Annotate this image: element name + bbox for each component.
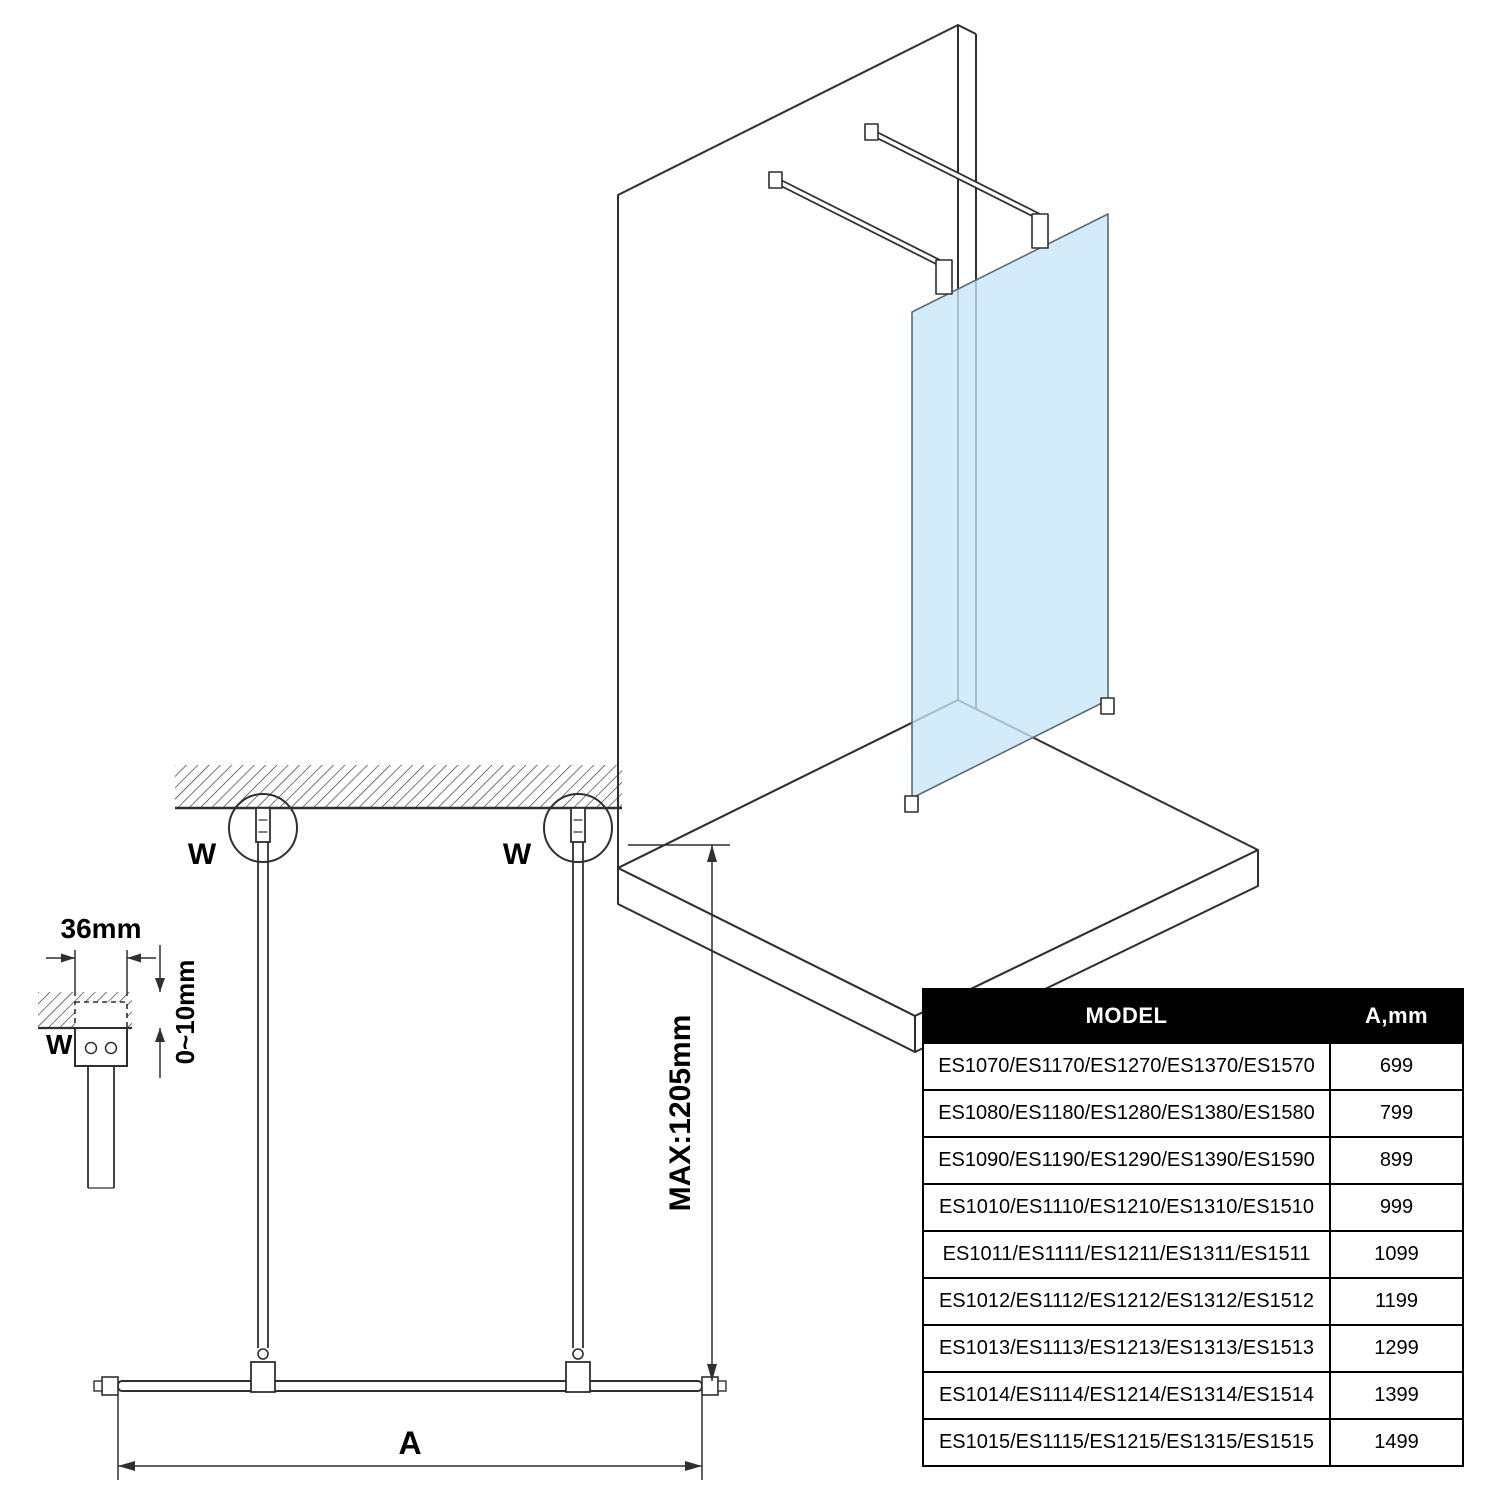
width-label: A — [398, 1425, 421, 1461]
model-cell: ES1014/ES1114/ES1214/ES1314/ES1514 — [922, 1371, 1331, 1420]
table-row: ES1015/ES1115/ES1215/ES1315/ES1515 1499 — [922, 1418, 1464, 1467]
a-cell: 1199 — [1329, 1277, 1464, 1326]
model-cell: ES1012/ES1112/ES1212/ES1312/ES1512 — [922, 1277, 1331, 1326]
detail-callout-circle-left — [228, 793, 298, 863]
dimension-drawing: W W MAX:1205mm A 36mm 0~10mm W — [38, 765, 730, 1480]
a-cell: 1099 — [1329, 1230, 1464, 1279]
iso-glass-feet — [904, 697, 1115, 813]
a-cell: 899 — [1329, 1136, 1464, 1185]
a-cell: 999 — [1329, 1183, 1464, 1232]
max-height-dimension — [628, 844, 730, 1381]
iso-support-bar-rear — [864, 123, 1049, 249]
iso-support-bar-front — [768, 171, 953, 295]
wall-label-detail: W — [46, 1029, 73, 1060]
header-a-mm: A,mm — [1329, 988, 1464, 1044]
model-cell: ES1015/ES1115/ES1215/ES1315/ES1515 — [922, 1418, 1331, 1467]
max-height-label: MAX:1205mm — [664, 1015, 697, 1212]
model-cell: ES1010/ES1110/ES1210/ES1310/ES1510 — [922, 1183, 1331, 1232]
support-bar-left — [250, 807, 276, 1393]
table-row: ES1011/ES1111/ES1211/ES1311/ES1511 1099 — [922, 1230, 1464, 1279]
table-row: ES1070/ES1170/ES1270/ES1370/ES1570 699 — [922, 1042, 1464, 1091]
a-cell: 1299 — [1329, 1324, 1464, 1373]
glass-edge — [93, 1376, 727, 1396]
adjustment-gap-label: 0~10mm — [170, 960, 200, 1065]
table-row: ES1090/ES1190/ES1290/ES1390/ES1590 899 — [922, 1136, 1464, 1185]
wall-label-right: W — [503, 838, 532, 871]
bracket-detail — [38, 945, 165, 1189]
wall-label-left: W — [188, 838, 217, 871]
model-cell: ES1090/ES1190/ES1290/ES1390/ES1590 — [922, 1136, 1331, 1185]
iso-drawing — [617, 24, 1259, 1053]
detail-callout-circle-right — [543, 793, 613, 863]
a-cell: 1499 — [1329, 1418, 1464, 1467]
model-cell: ES1070/ES1170/ES1270/ES1370/ES1570 — [922, 1042, 1331, 1091]
bracket-width-label: 36mm — [61, 913, 142, 944]
width-dimension — [117, 1395, 703, 1480]
table-row: ES1013/ES1113/ES1213/ES1313/ES1513 1299 — [922, 1324, 1464, 1373]
model-cell: ES1011/ES1111/ES1211/ES1311/ES1511 — [922, 1230, 1331, 1279]
table-row: ES1012/ES1112/ES1212/ES1312/ES1512 1199 — [922, 1277, 1464, 1326]
table-header-row: MODEL A,mm — [922, 988, 1464, 1044]
model-cell: ES1080/ES1180/ES1280/ES1380/ES1580 — [922, 1089, 1331, 1138]
table-row: ES1010/ES1110/ES1210/ES1310/ES1510 999 — [922, 1183, 1464, 1232]
table-row: ES1080/ES1180/ES1280/ES1380/ES1580 799 — [922, 1089, 1464, 1138]
model-size-table: MODEL A,mm ES1070/ES1170/ES1270/ES1370/E… — [922, 988, 1464, 1467]
table-row: ES1014/ES1114/ES1214/ES1314/ES1514 1399 — [922, 1371, 1464, 1420]
support-bar-right — [565, 807, 591, 1393]
wall-hatch-band — [175, 765, 622, 810]
a-cell: 799 — [1329, 1089, 1464, 1138]
model-cell: ES1013/ES1113/ES1213/ES1313/ES1513 — [922, 1324, 1331, 1373]
a-cell: 699 — [1329, 1042, 1464, 1091]
header-model: MODEL — [922, 988, 1331, 1044]
a-cell: 1399 — [1329, 1371, 1464, 1420]
iso-glass-panel — [911, 213, 1109, 799]
